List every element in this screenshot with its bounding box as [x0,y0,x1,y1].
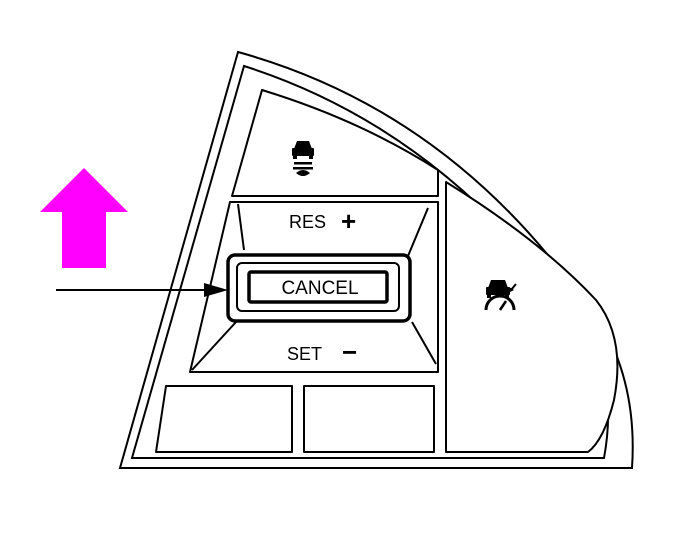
vehicle-distance-icon [292,141,314,176]
cruise-control-icon [484,280,517,311]
up-arrow-icon [40,168,128,268]
distance-button[interactable] [231,89,439,197]
cruise-main-button[interactable] [445,181,619,453]
set-label: SET [287,344,322,364]
minus-symbol: − [342,337,357,367]
res-label: RES [289,212,326,232]
res-plus-button[interactable]: RES + [289,206,356,236]
cancel-button[interactable]: CANCEL [226,253,412,323]
pointer-arrow-icon [56,283,228,297]
set-minus-button[interactable]: SET − [287,337,357,367]
blank-button-right[interactable] [303,385,435,453]
plus-symbol: + [341,206,356,236]
blank-button-left[interactable] [155,385,293,453]
cancel-label: CANCEL [281,278,358,299]
